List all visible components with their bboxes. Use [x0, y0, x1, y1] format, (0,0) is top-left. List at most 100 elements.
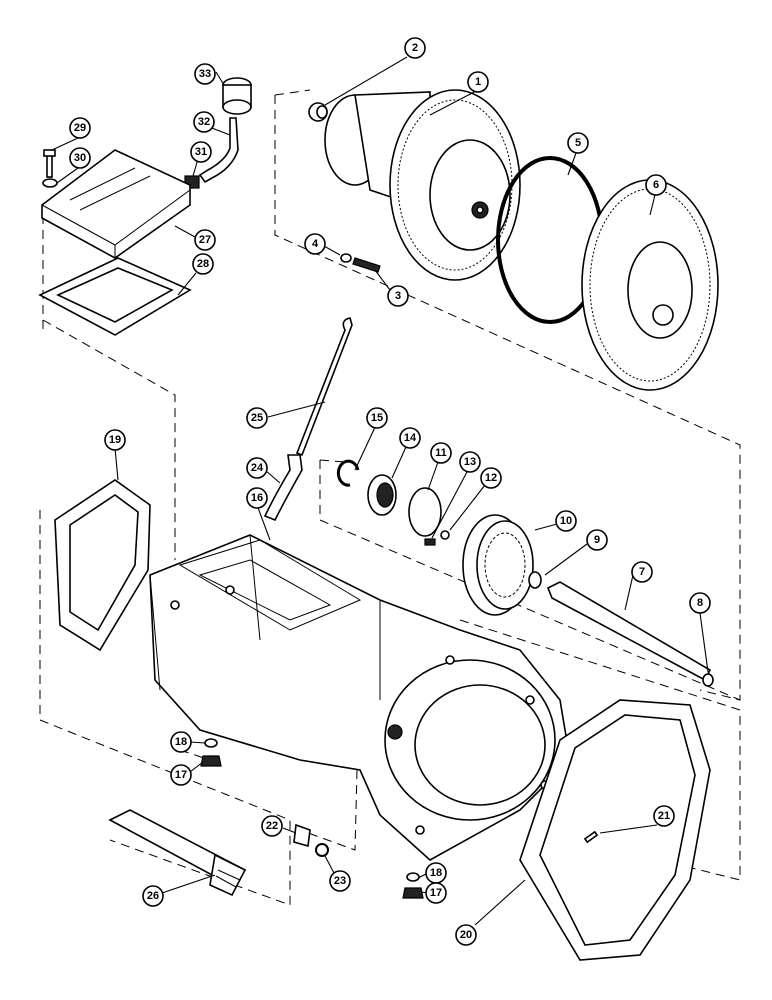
plug	[293, 823, 311, 848]
callout-8-label: 8	[697, 597, 703, 609]
callout-24: 24	[246, 457, 268, 479]
callout-5-label: 5	[575, 137, 581, 149]
callout-14: 14	[399, 427, 421, 449]
callout-1: 1	[467, 71, 489, 93]
callout-11: 11	[430, 442, 452, 464]
converter-assembly	[324, 89, 521, 281]
callout-33: 33	[194, 63, 216, 85]
callout-2-label: 2	[412, 42, 418, 54]
bolt	[43, 149, 56, 178]
callout-13: 13	[459, 451, 481, 473]
callout-12-label: 12	[485, 472, 497, 484]
callout-33-label: 33	[199, 68, 211, 80]
callout-9-label: 9	[594, 534, 600, 546]
callout-7-label: 7	[639, 566, 645, 578]
callout-31-label: 31	[195, 146, 207, 158]
callout-12: 12	[480, 467, 502, 489]
tube	[263, 454, 303, 522]
callout-25-label: 25	[251, 412, 263, 424]
callout-18a: 18	[170, 731, 192, 753]
washer	[340, 253, 352, 263]
callout-17b: 17	[425, 882, 447, 904]
plate	[408, 487, 442, 537]
plug	[200, 755, 222, 767]
callout-9: 9	[586, 529, 608, 551]
callout-11-label: 11	[435, 447, 447, 459]
callout-1-label: 1	[475, 76, 481, 88]
bolt	[424, 538, 436, 546]
callout-19-label: 19	[109, 434, 121, 446]
seal	[367, 474, 397, 516]
callout-7: 7	[631, 561, 653, 583]
callout-28-label: 28	[197, 258, 209, 270]
callout-16: 16	[246, 487, 268, 509]
callout-10-label: 10	[560, 515, 572, 527]
callout-5: 5	[567, 132, 589, 154]
dipstick	[295, 317, 353, 457]
bushing	[308, 102, 328, 122]
callout-14-label: 14	[404, 432, 417, 444]
callout-4-label: 4	[312, 238, 319, 250]
callout-3-label: 3	[395, 290, 401, 302]
callout-18b: 18	[425, 862, 447, 884]
callout-28: 28	[192, 253, 214, 275]
callout-6: 6	[645, 174, 667, 196]
callout-18b-label: 18	[430, 867, 442, 879]
callout-30-label: 30	[74, 152, 86, 164]
callout-31: 31	[190, 141, 212, 163]
callout-29: 29	[69, 117, 91, 139]
callout-8: 8	[689, 592, 711, 614]
callout-3: 3	[387, 285, 409, 307]
housing	[149, 534, 571, 861]
o-ring	[204, 738, 218, 748]
callout-18a-label: 18	[175, 736, 187, 748]
callout-27-label: 27	[199, 234, 211, 246]
callout-13-label: 13	[464, 456, 476, 468]
callout-6-label: 6	[653, 179, 659, 191]
callout-24-label: 24	[251, 462, 264, 474]
breather-cap	[222, 77, 252, 115]
callout-15: 15	[366, 407, 388, 429]
callout-4: 4	[304, 233, 326, 255]
callout-21: 21	[653, 805, 675, 827]
cover	[41, 149, 191, 259]
flywheel	[581, 179, 719, 391]
plug	[402, 887, 424, 899]
callout-20-label: 20	[460, 929, 472, 941]
callout-15-label: 15	[371, 412, 383, 424]
gasket	[54, 479, 151, 652]
callout-23: 23	[329, 870, 351, 892]
callout-29-label: 29	[74, 122, 86, 134]
dowel-pin	[583, 830, 599, 844]
callout-16-label: 16	[251, 492, 263, 504]
callout-22: 22	[261, 815, 283, 837]
callout-26-label: 26	[147, 890, 159, 902]
callout-10: 10	[555, 510, 577, 532]
callout-26: 26	[142, 885, 164, 907]
o-ring	[406, 872, 420, 882]
callout-21-label: 21	[658, 810, 670, 822]
callout-17a: 17	[170, 764, 192, 786]
callout-32: 32	[193, 111, 215, 133]
washer	[42, 178, 58, 188]
snap-ring	[702, 673, 714, 687]
callout-32-label: 32	[198, 116, 210, 128]
callout-17b-label: 17	[430, 887, 442, 899]
gasket	[38, 257, 192, 336]
callout-19: 19	[104, 429, 126, 451]
callout-22-label: 22	[266, 820, 278, 832]
gear	[462, 514, 534, 616]
bolt	[352, 257, 381, 273]
o-ring	[315, 843, 329, 857]
callout-23-label: 23	[334, 875, 346, 887]
callout-30: 30	[69, 147, 91, 169]
callout-20: 20	[455, 924, 477, 946]
callout-27: 27	[194, 229, 216, 251]
washer	[440, 530, 450, 540]
shaft	[546, 581, 712, 682]
callout-2: 2	[404, 37, 426, 59]
callout-17a-label: 17	[175, 769, 187, 781]
snap-ring	[336, 459, 360, 487]
shaft	[108, 809, 247, 897]
